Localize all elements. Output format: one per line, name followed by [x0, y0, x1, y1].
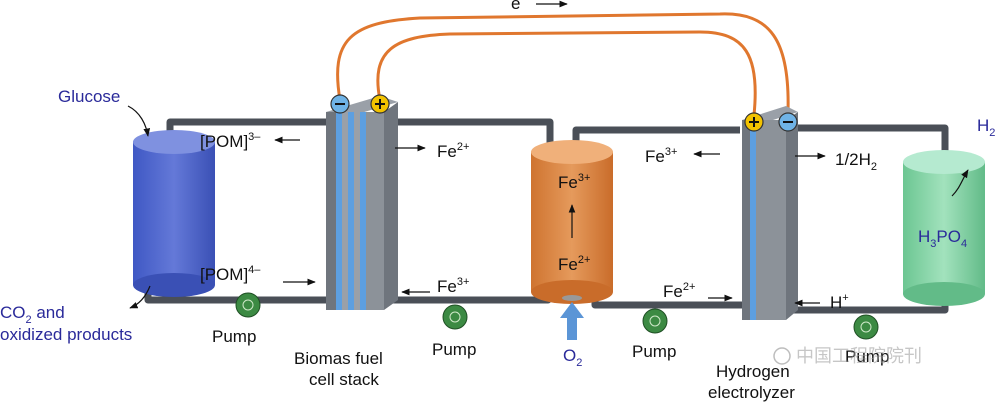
tank-fe2-label: Fe2+: [558, 254, 590, 274]
fuel-cell-label-line1: Biomas fuel: [294, 349, 383, 368]
oxygen-inlet-arrow: [560, 302, 584, 340]
electrolyzer-terminals: [744, 112, 798, 132]
electrolyzer-label-line2: electrolyzer: [708, 383, 795, 402]
co2-label: CO2 and: [0, 303, 65, 326]
pump-icon: [642, 308, 668, 334]
watermark-text: 中国工程院院刊: [796, 346, 922, 366]
fe2-out-label: Fe2+: [437, 141, 469, 161]
oxidized-products-label: oxidized products: [0, 325, 132, 344]
fe3-to-electrolyzer-label: Fe3+: [645, 146, 677, 166]
pump-icon: [442, 304, 468, 330]
glucose-tank: [133, 130, 215, 297]
h2-output-label: H2: [977, 116, 995, 139]
pump-label: Pump: [432, 340, 476, 359]
wechat-icon: [773, 347, 791, 365]
pom-reduced-label: [POM]4–: [200, 264, 261, 284]
fe2-from-electrolyzer-label: Fe2+: [663, 281, 695, 301]
tank-fe3-label: Fe3+: [558, 172, 590, 192]
hydrogen-electrolyzer: [742, 106, 798, 320]
oxygen-label: O2: [563, 346, 582, 369]
pump-icons: [235, 292, 879, 340]
pump-icon: [235, 292, 261, 318]
pump-label: Pump: [632, 342, 676, 361]
phosphoric-acid-label: H3PO4: [918, 227, 967, 250]
electron-flow-label: e-: [511, 0, 524, 13]
phosphoric-acid-tank: [903, 150, 985, 306]
fuel-cell-label-line2: cell stack: [309, 370, 379, 389]
flow-arrows: [127, 0, 969, 309]
half-h2-label: 1/2H2: [835, 150, 877, 173]
electrolyzer-label-line1: Hydrogen: [716, 362, 790, 381]
glucose-label: Glucose: [58, 87, 120, 106]
pom-oxidized-label: [POM]3–: [200, 131, 261, 151]
watermark: 中国工程院院刊: [773, 346, 922, 366]
pump-icon: [853, 314, 879, 340]
fe3-in-label: Fe3+: [437, 276, 469, 296]
pump-label: Pump: [212, 327, 256, 346]
electron-wires: [336, 12, 790, 116]
fuel-cell-terminals: [330, 94, 390, 114]
fuel-cell-stack: [326, 96, 398, 310]
pump-label: Pump: [845, 347, 889, 366]
iron-tank: [531, 140, 613, 304]
proton-label: H+: [830, 292, 849, 312]
